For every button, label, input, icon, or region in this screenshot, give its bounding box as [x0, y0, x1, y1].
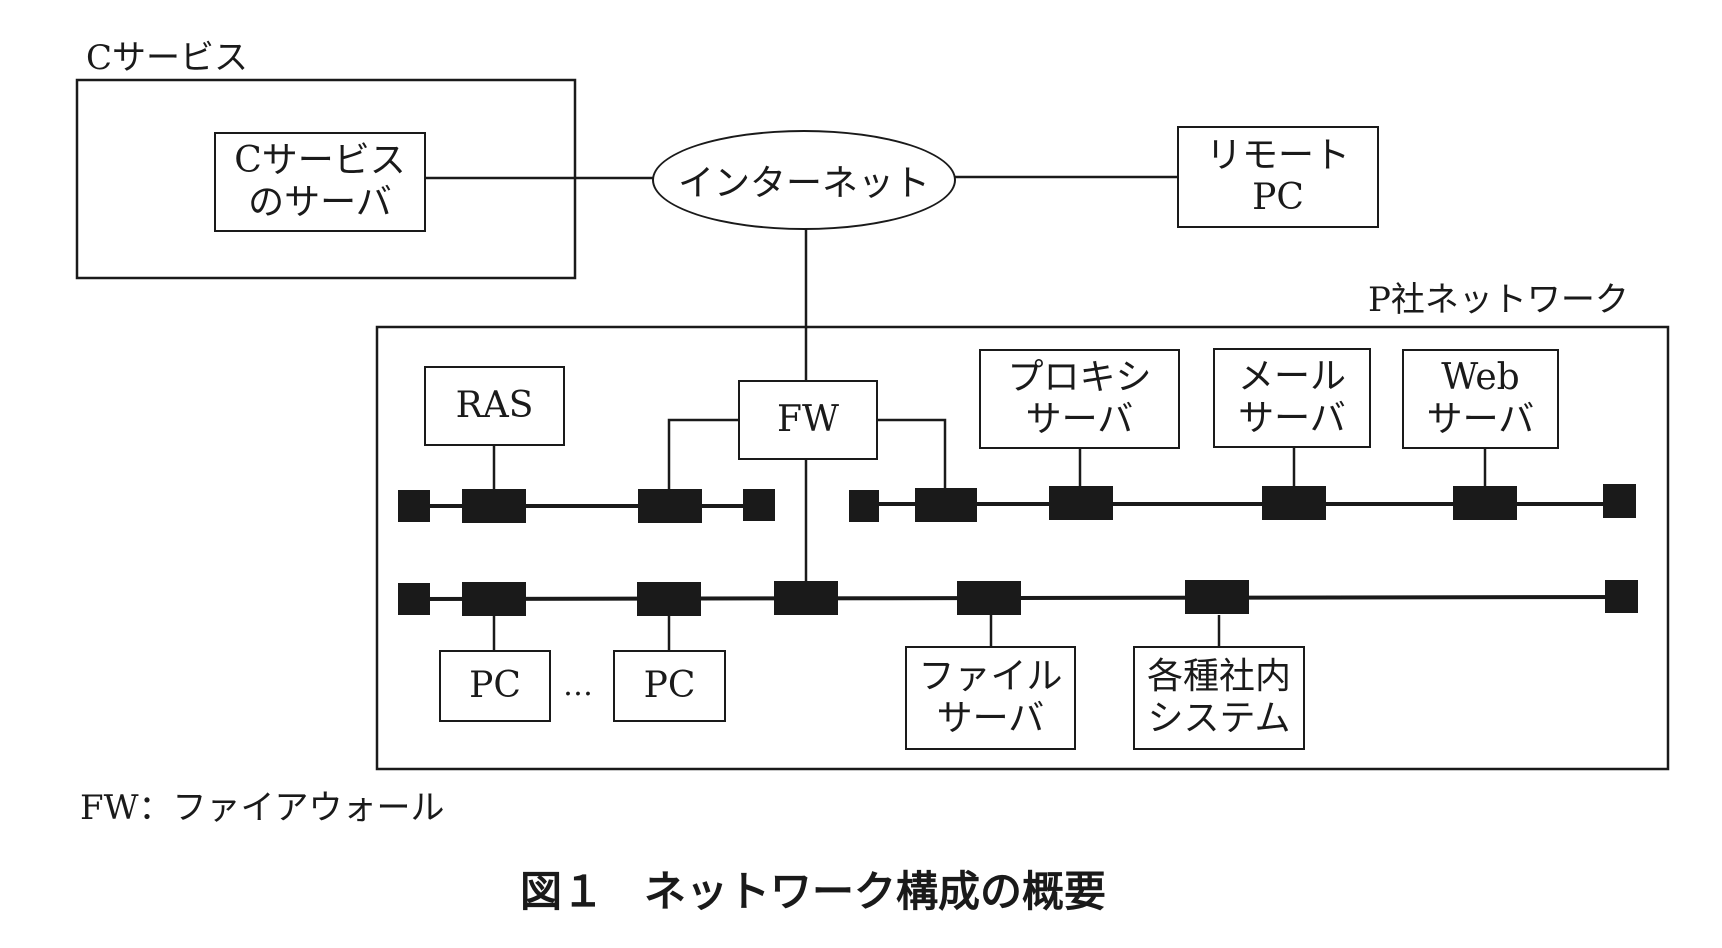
web-line2: サーバ: [1426, 399, 1535, 440]
remote-pc-node[interactable]: リモート PC: [1177, 126, 1379, 228]
firewall-label: FW: [777, 399, 839, 440]
proxy-line1: プロキシ: [1007, 357, 1152, 398]
hub-port: [637, 582, 701, 616]
hub-port: [1453, 486, 1517, 520]
pc2-label: PC: [643, 665, 696, 706]
terminator: [398, 490, 430, 522]
remote-pc-line2: PC: [1252, 177, 1304, 218]
pc-node[interactable]: PC: [439, 650, 551, 722]
terminator: [398, 583, 430, 615]
file-server-node[interactable]: ファイル サーバ: [905, 646, 1076, 750]
internet-label: インターネット: [677, 163, 930, 204]
figure-caption-title: ネットワーク構成の概要: [644, 867, 1107, 916]
terminator: [1605, 580, 1638, 613]
internal-line2: システム: [1147, 698, 1291, 739]
link-fw-right-segment: [877, 418, 947, 490]
pc-node[interactable]: PC: [613, 650, 726, 722]
mail-server-node[interactable]: メール サーバ: [1213, 348, 1371, 448]
remote-pc-line1: リモート: [1205, 135, 1350, 176]
terminator: [849, 490, 879, 522]
web-server-node[interactable]: Web サーバ: [1402, 349, 1559, 449]
internal-line1: 各種社内: [1146, 656, 1291, 697]
hub-port: [638, 489, 702, 523]
terminator: [1603, 484, 1636, 518]
web-line1: Web: [1441, 357, 1520, 398]
p-network-zone-label: P社ネットワーク: [1368, 280, 1629, 320]
file-line1: ファイル: [918, 656, 1063, 697]
firewall-node[interactable]: FW: [738, 380, 878, 460]
hub-port: [1185, 580, 1249, 614]
figure-caption: 図１ ネットワーク構成の概要: [520, 858, 1106, 919]
mail-line2: サーバ: [1238, 398, 1346, 439]
p-network-zone: [375, 325, 1670, 771]
hub-port: [915, 488, 977, 522]
ras-label: RAS: [455, 385, 534, 426]
hub-port: [462, 582, 526, 616]
c-service-server-line1: Cサービス: [234, 140, 406, 181]
hub-port: [1049, 486, 1113, 520]
figure-caption-number: 図１: [520, 867, 605, 916]
segment-lower: [414, 595, 1639, 601]
hub-port: [774, 581, 838, 615]
proxy-line2: サーバ: [1025, 399, 1134, 440]
c-service-zone-label: Cサービス: [86, 38, 249, 78]
internet-cloud-node[interactable]: インターネット: [652, 130, 956, 230]
ras-node[interactable]: RAS: [424, 366, 565, 446]
proxy-server-node[interactable]: プロキシ サーバ: [979, 349, 1180, 449]
pc1-label: PC: [469, 665, 521, 706]
fw-footnote: FW：ファイアウォール: [80, 788, 445, 828]
hub-port: [462, 489, 526, 523]
c-service-server-line2: のサーバ: [248, 182, 392, 223]
file-line2: サーバ: [936, 698, 1045, 739]
hub-port: [957, 581, 1021, 615]
mail-line1: メール: [1237, 356, 1346, 397]
internal-systems-node[interactable]: 各種社内 システム: [1133, 646, 1305, 750]
c-service-server-node[interactable]: Cサービス のサーバ: [214, 132, 426, 232]
link-fw-left-segment: [667, 418, 739, 490]
pc-ellipsis: …: [563, 668, 593, 703]
hub-port: [1262, 486, 1326, 520]
terminator: [743, 489, 775, 521]
